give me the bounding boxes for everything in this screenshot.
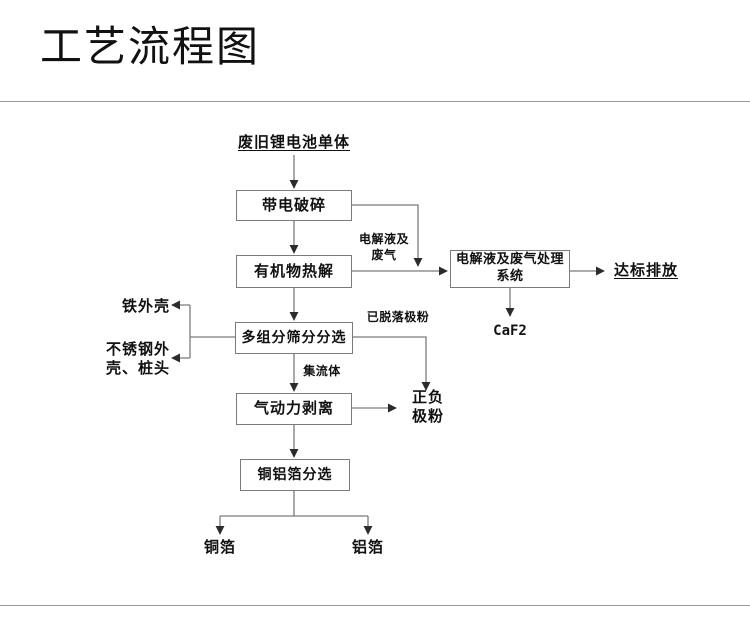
terminal-stainless-shell: 不锈钢外 壳、桩头 (105, 340, 170, 377)
edge-label-electrolyte-gas: 电解液及 废气 (358, 232, 409, 262)
node-foil-sorting[interactable]: 铜铝箔分选 (240, 459, 350, 491)
terminal-electrode-powder: 正负 极粉 (411, 388, 444, 425)
terminal-source: 废旧锂电池单体 (237, 133, 350, 151)
edge-screening-to-powder (353, 336, 431, 391)
node-pneumatic[interactable]: 气动力剥离 (236, 393, 352, 425)
page-title: 工艺流程图 (40, 22, 261, 71)
node-gas-treatment[interactable]: 电解液及废气处理系统 (450, 250, 570, 288)
node-screening[interactable]: 多组分筛分分选 (235, 322, 353, 354)
terminal-copper-foil: 铜箔 (203, 538, 236, 556)
header-divider (0, 101, 750, 102)
edge-label-current-collector: 集流体 (303, 364, 341, 378)
terminal-caf2: CaF2 (493, 323, 527, 339)
edge-crush-to-gas (352, 204, 423, 267)
footer-divider (0, 605, 750, 606)
terminal-emission: 达标排放 (613, 261, 678, 279)
terminal-iron-shell: 铁外壳 (121, 297, 170, 315)
node-pyrolysis[interactable]: 有机物热解 (236, 255, 352, 288)
node-crush[interactable]: 带电破碎 (236, 190, 352, 221)
edge-label-dropped-powder: 已脱落极粉 (366, 310, 430, 324)
terminal-aluminum-foil: 铝箔 (351, 538, 384, 556)
